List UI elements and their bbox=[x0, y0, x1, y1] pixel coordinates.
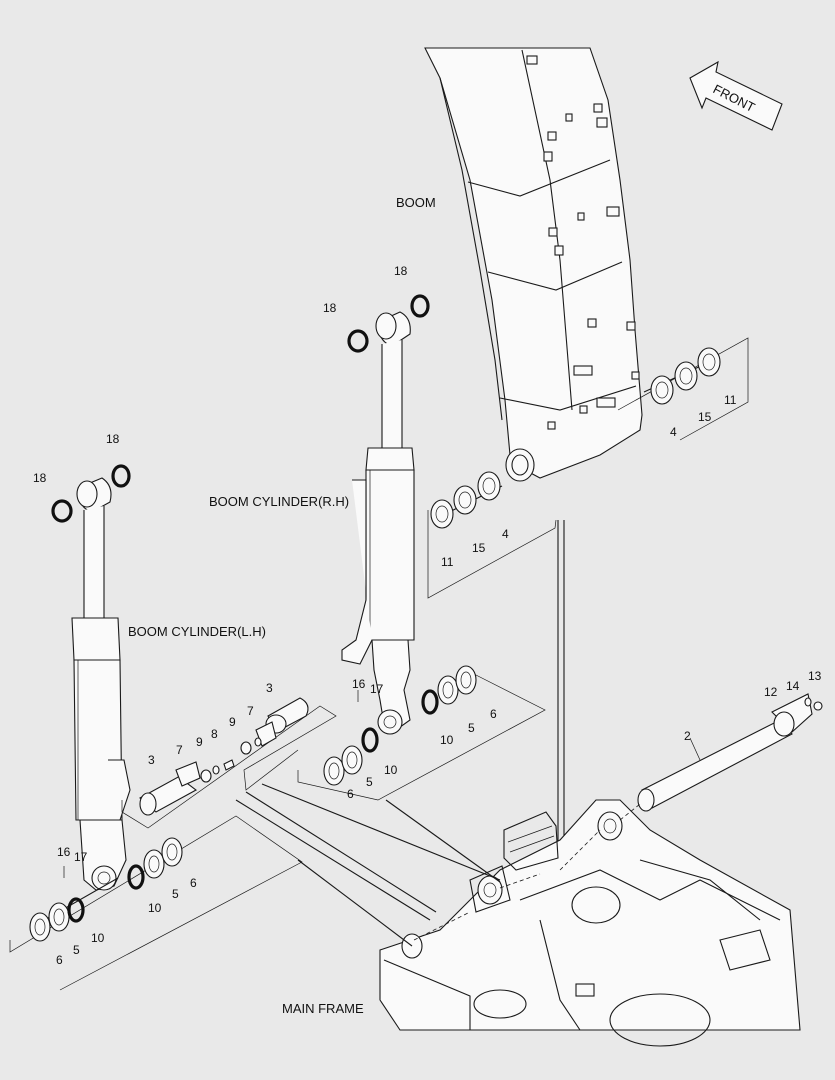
part-number: 10 bbox=[384, 763, 398, 777]
part-number: 15 bbox=[472, 541, 486, 555]
part-number: 6 bbox=[190, 876, 197, 890]
part-number: 18 bbox=[106, 432, 120, 446]
part-number: 11 bbox=[724, 393, 737, 407]
part-number: 18 bbox=[33, 471, 47, 485]
part-number: 7 bbox=[247, 704, 254, 718]
boom-structure: BOOM bbox=[396, 47, 643, 482]
part-number: 13 bbox=[808, 669, 822, 683]
part-number: 5 bbox=[366, 775, 373, 789]
main-frame-structure: MAIN FRAME bbox=[282, 799, 801, 1047]
part-number: 11 bbox=[441, 555, 454, 569]
part-number: 10 bbox=[91, 931, 105, 945]
pin-assembly-group: 3 7 9 8 9 7 3 bbox=[121, 681, 337, 829]
part-number: 15 bbox=[698, 410, 712, 424]
part-number: 4 bbox=[502, 527, 509, 541]
part-number: 3 bbox=[148, 753, 155, 767]
lh-rod-end-rings: 16 17 10 5 6 6 5 10 bbox=[9, 815, 303, 991]
part-number: 18 bbox=[394, 264, 408, 278]
main-frame-label: MAIN FRAME bbox=[282, 1001, 364, 1016]
part-number: 14 bbox=[786, 679, 800, 693]
part-number: 3 bbox=[266, 681, 273, 695]
part-number: 16 bbox=[57, 845, 71, 859]
part-number: 9 bbox=[196, 735, 203, 749]
part-number: 16 bbox=[352, 677, 366, 691]
part-number: 7 bbox=[176, 743, 183, 757]
part-number: 10 bbox=[148, 901, 162, 915]
part-number: 6 bbox=[56, 953, 63, 967]
boom-cylinder-lh: BOOM CYLINDER(L.H) 18 18 bbox=[33, 432, 266, 891]
rh-rod-end-rings: 16 17 6 5 10 10 5 6 bbox=[297, 665, 546, 801]
boom-cylinder-rh-label: BOOM CYLINDER(R.H) bbox=[209, 494, 349, 509]
part-number: 17 bbox=[370, 682, 384, 696]
part-number: 5 bbox=[73, 943, 80, 957]
boom-pin-rings-right: 4 15 11 bbox=[617, 337, 749, 441]
part-number: 5 bbox=[172, 887, 179, 901]
boom-label: BOOM bbox=[396, 195, 436, 210]
part-number: 10 bbox=[440, 733, 454, 747]
part-number: 6 bbox=[347, 787, 354, 801]
part-number: 12 bbox=[764, 685, 778, 699]
part-number: 17 bbox=[74, 850, 88, 864]
part-number: 6 bbox=[490, 707, 497, 721]
front-arrow: FRONT bbox=[689, 60, 783, 131]
part-number: 2 bbox=[684, 729, 691, 743]
boom-cylinder-lh-label: BOOM CYLINDER(L.H) bbox=[128, 624, 266, 639]
boom-foot-pin: 2 12 14 13 bbox=[637, 669, 823, 812]
part-number: 4 bbox=[670, 425, 677, 439]
part-number: 9 bbox=[229, 715, 236, 729]
boom-pin-rings-left: 11 15 4 bbox=[427, 471, 557, 599]
part-number: 18 bbox=[323, 301, 337, 315]
projection-lines bbox=[235, 783, 641, 947]
part-number: 8 bbox=[211, 727, 218, 741]
part-number: 5 bbox=[468, 721, 475, 735]
boom-cylinder-rh: BOOM CYLINDER(R.H) 18 18 bbox=[209, 264, 430, 735]
